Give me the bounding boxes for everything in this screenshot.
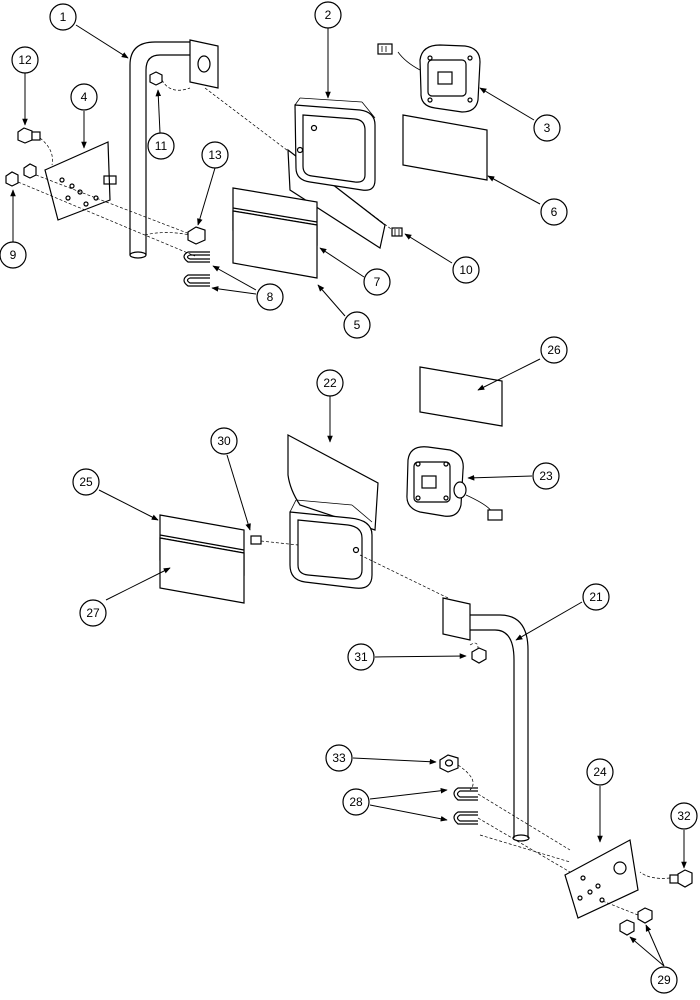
callout-label: 9 [10, 248, 17, 262]
callout-33: 33 [325, 744, 353, 772]
callout-6: 6 [540, 198, 568, 226]
callout-label: 10 [459, 263, 473, 277]
part-28-u-bolt [453, 787, 478, 825]
callout-31: 31 [347, 643, 375, 671]
callout-24: 24 [586, 758, 614, 786]
part-24-mounting-plate [564, 839, 639, 919]
part-4-mounting-plate [44, 141, 117, 221]
part-13-nut [187, 226, 206, 245]
callout-label: 6 [551, 205, 558, 219]
callout-label: 8 [267, 290, 274, 304]
part-22-light-shroud [287, 434, 379, 589]
callout-12: 12 [11, 46, 39, 74]
callout-label: 13 [208, 148, 222, 162]
callout-label: 1 [60, 10, 67, 24]
part-11-nut [149, 71, 163, 86]
part-27-decal [159, 537, 245, 604]
assembly-line [477, 793, 571, 851]
callout-label: 23 [539, 469, 553, 483]
callout-21: 21 [582, 583, 610, 611]
callout-label: 26 [547, 343, 561, 357]
lower-assembly [159, 366, 693, 936]
callout-29: 29 [650, 966, 678, 994]
part-2-light-shroud [287, 97, 386, 249]
callout-28: 28 [342, 788, 370, 816]
callout-label: 5 [354, 318, 361, 332]
assembly-line [639, 871, 671, 879]
part-30-screw [250, 535, 262, 545]
callout-27: 27 [79, 599, 107, 627]
assembly-line [144, 232, 191, 236]
callout-label: 25 [79, 475, 93, 489]
part-8-u-bolt [183, 251, 210, 287]
callout-label: 31 [354, 650, 368, 664]
callout-3: 3 [533, 114, 561, 142]
callout-2: 2 [314, 1, 342, 29]
callout-label: 29 [657, 973, 671, 987]
assembly-line [39, 137, 53, 166]
callout-4: 4 [70, 83, 98, 111]
callout-7: 7 [363, 268, 391, 296]
assembly-line [469, 642, 479, 649]
assembly-line [161, 79, 191, 91]
part-3-work-light [377, 43, 481, 113]
callout-label: 21 [589, 590, 603, 604]
callout-label: 32 [677, 809, 691, 823]
part-5-decal [232, 210, 318, 279]
callout-8: 8 [256, 283, 284, 311]
callout-label: 28 [349, 795, 363, 809]
callout-label: 33 [332, 751, 346, 765]
callout-30: 30 [210, 427, 238, 455]
part-31-nut [471, 647, 487, 664]
callout-label: 22 [323, 376, 337, 390]
callout-label: 11 [155, 139, 168, 153]
assembly-line [477, 817, 571, 873]
part-1-support-tube [129, 39, 219, 259]
part-32-bolt [669, 869, 693, 888]
assembly-line [479, 834, 571, 863]
part-21-support-tube [442, 597, 530, 842]
callout-11: 11 [147, 132, 175, 160]
assembly-line [17, 181, 196, 257]
part-29-nut [619, 907, 653, 936]
callout-label: 12 [18, 53, 32, 67]
callout-1: 1 [49, 3, 77, 31]
assembly-line [457, 764, 474, 791]
callout-label: 24 [593, 765, 607, 779]
callout-13: 13 [201, 141, 229, 169]
assembly-line [260, 540, 299, 546]
callout-10: 10 [452, 256, 480, 284]
callout-label: 2 [325, 8, 332, 22]
callout-5: 5 [343, 311, 371, 339]
part-26-decal [419, 366, 503, 427]
callout-label: 4 [81, 90, 88, 104]
part-10-screw [391, 227, 403, 237]
callout-label: 27 [86, 606, 100, 620]
part-23-work-light [406, 446, 503, 521]
assembly-line [35, 174, 196, 237]
part-9-nut [5, 163, 37, 187]
callout-22: 22 [316, 369, 344, 397]
callout-label: 7 [374, 275, 381, 289]
leader-lines [10, 24, 687, 967]
part-12-bolt [17, 127, 41, 144]
callout-9: 9 [0, 241, 27, 269]
part-33-nut [439, 754, 459, 773]
upper-assembly [5, 39, 488, 287]
assembly-line [359, 554, 449, 599]
assembly-line [599, 899, 639, 916]
part-6-decal [402, 114, 488, 181]
callout-label: 30 [217, 434, 231, 448]
callout-26: 26 [540, 336, 568, 364]
callout-23: 23 [532, 462, 560, 490]
callout-label: 3 [544, 121, 551, 135]
callout-25: 25 [72, 468, 100, 496]
callout-32: 32 [670, 802, 698, 830]
